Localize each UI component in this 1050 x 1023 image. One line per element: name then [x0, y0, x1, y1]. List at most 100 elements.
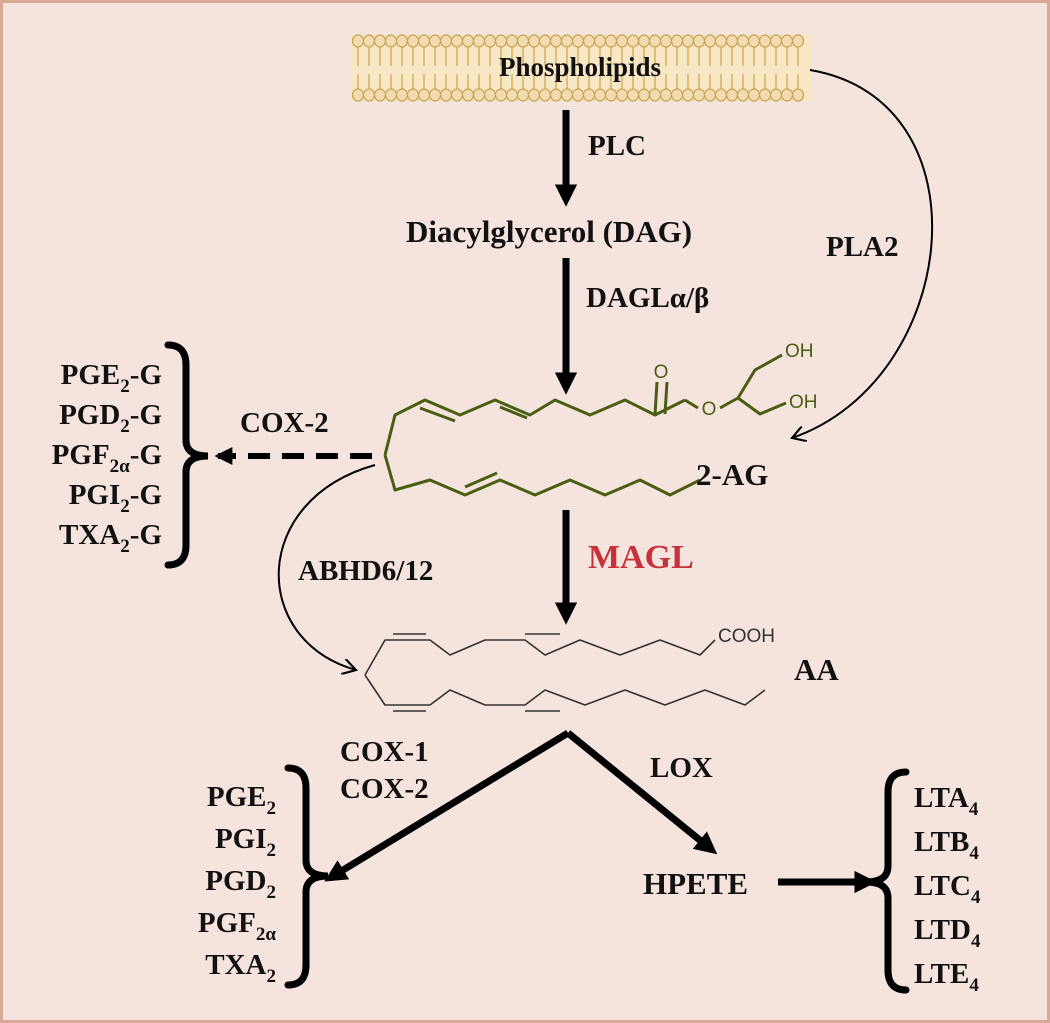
- membrane-head: [527, 88, 541, 102]
- membrane-head: [472, 34, 486, 48]
- metabolite-hpete: HPETE: [643, 866, 748, 901]
- membrane-head: [703, 34, 717, 48]
- membrane-head: [637, 88, 651, 102]
- membrane-head: [406, 88, 420, 102]
- glyceryl-product-item: PGD2-G: [59, 399, 162, 437]
- aa-structure: [364, 633, 766, 712]
- membrane-head: [395, 34, 409, 48]
- membrane-head: [637, 34, 651, 48]
- enzyme-pla2: PLA2: [826, 231, 899, 263]
- membrane-head: [351, 34, 365, 48]
- membrane-head-row-top: [351, 34, 805, 48]
- prostanoid-item: PGF2α: [198, 907, 277, 945]
- membrane-head: [736, 88, 750, 102]
- membrane-head: [703, 88, 717, 102]
- membrane-head: [483, 34, 497, 48]
- glyceryl-product-item: TXA2-G: [59, 519, 162, 557]
- membrane-head: [417, 88, 431, 102]
- enzyme-magl: MAGL: [588, 539, 694, 576]
- leukotriene-item: LTC4: [914, 870, 981, 908]
- membrane-head: [659, 88, 673, 102]
- membrane-head: [692, 34, 706, 48]
- prostanoid-item: PGI2: [215, 823, 276, 861]
- membrane-head: [736, 34, 750, 48]
- glyceryl-product-item: PGE2-G: [61, 359, 162, 397]
- membrane-head: [648, 34, 662, 48]
- hydroxyl-label-2: OH: [789, 392, 818, 413]
- membrane-head: [791, 34, 805, 48]
- membrane-head: [494, 34, 508, 48]
- membrane-head: [549, 88, 563, 102]
- membrane-head: [406, 34, 420, 48]
- membrane-head: [604, 34, 618, 48]
- membrane-head: [505, 88, 519, 102]
- arrow-cox: [324, 730, 570, 882]
- membrane-head: [461, 88, 475, 102]
- brace-glyceryl: [164, 341, 209, 569]
- membrane-head: [747, 88, 761, 102]
- enzyme-dagl: DAGLα/β: [586, 282, 709, 314]
- membrane-head: [472, 88, 486, 102]
- membrane-head: [769, 34, 783, 48]
- membrane-head: [362, 88, 376, 102]
- membrane-head: [494, 88, 508, 102]
- membrane-head: [549, 34, 563, 48]
- membrane-head: [725, 34, 739, 48]
- membrane-head: [516, 88, 530, 102]
- leukotriene-item: LTB4: [914, 826, 979, 864]
- glyceryl-product-item: PGI2-G: [69, 479, 162, 517]
- membrane-head: [626, 88, 640, 102]
- metabolite-aa: AA: [794, 652, 839, 687]
- enzyme-abhd: ABHD6/12: [298, 555, 433, 587]
- membrane-head: [747, 34, 761, 48]
- membrane-head: [483, 88, 497, 102]
- membrane-head: [714, 34, 728, 48]
- brace-prostanoids: [284, 764, 329, 989]
- leukotriene-item: LTD4: [914, 914, 981, 952]
- prostanoid-item: PGE2: [207, 781, 276, 819]
- membrane-tails: [357, 47, 799, 89]
- ester-o-label: O: [702, 399, 717, 420]
- membrane-head: [780, 34, 794, 48]
- membrane-head: [384, 34, 398, 48]
- metabolite-dag: Diacylglycerol (DAG): [406, 214, 692, 249]
- membrane-head: [615, 34, 629, 48]
- membrane-head: [351, 88, 365, 102]
- membrane-head: [758, 34, 772, 48]
- prostanoid-item: PGD2: [205, 865, 276, 903]
- enzyme-lox: LOX: [650, 752, 713, 784]
- membrane-head: [428, 88, 442, 102]
- membrane-head: [593, 34, 607, 48]
- hydroxyl-label-1: OH: [785, 341, 814, 362]
- leukotriene-item: LTA4: [914, 782, 979, 820]
- prostanoid-item: TXA2: [205, 949, 276, 987]
- membrane-head: [527, 34, 541, 48]
- membrane-head: [384, 88, 398, 102]
- membrane-head: [615, 88, 629, 102]
- enzyme-cox2: COX-2: [340, 773, 429, 805]
- membrane-head: [571, 34, 585, 48]
- membrane-head: [505, 34, 519, 48]
- membrane-head: [659, 34, 673, 48]
- membrane-head: [604, 88, 618, 102]
- enzyme-plc: PLC: [588, 130, 646, 162]
- membrane-head: [692, 88, 706, 102]
- membrane-head: [725, 88, 739, 102]
- membrane-head: [560, 34, 574, 48]
- membrane-head: [439, 88, 453, 102]
- carbonyl-o-label: O: [654, 362, 669, 383]
- membrane-head: [582, 88, 596, 102]
- membrane-head: [373, 88, 387, 102]
- membrane-head: [461, 34, 475, 48]
- membrane-head-row-bottom: [351, 88, 805, 102]
- membrane-head: [395, 88, 409, 102]
- glyceryl-product-item: PGF2α-G: [52, 439, 162, 477]
- phospholipid-membrane: Phospholipids: [351, 34, 812, 102]
- membrane-head: [681, 88, 695, 102]
- membrane-head: [439, 34, 453, 48]
